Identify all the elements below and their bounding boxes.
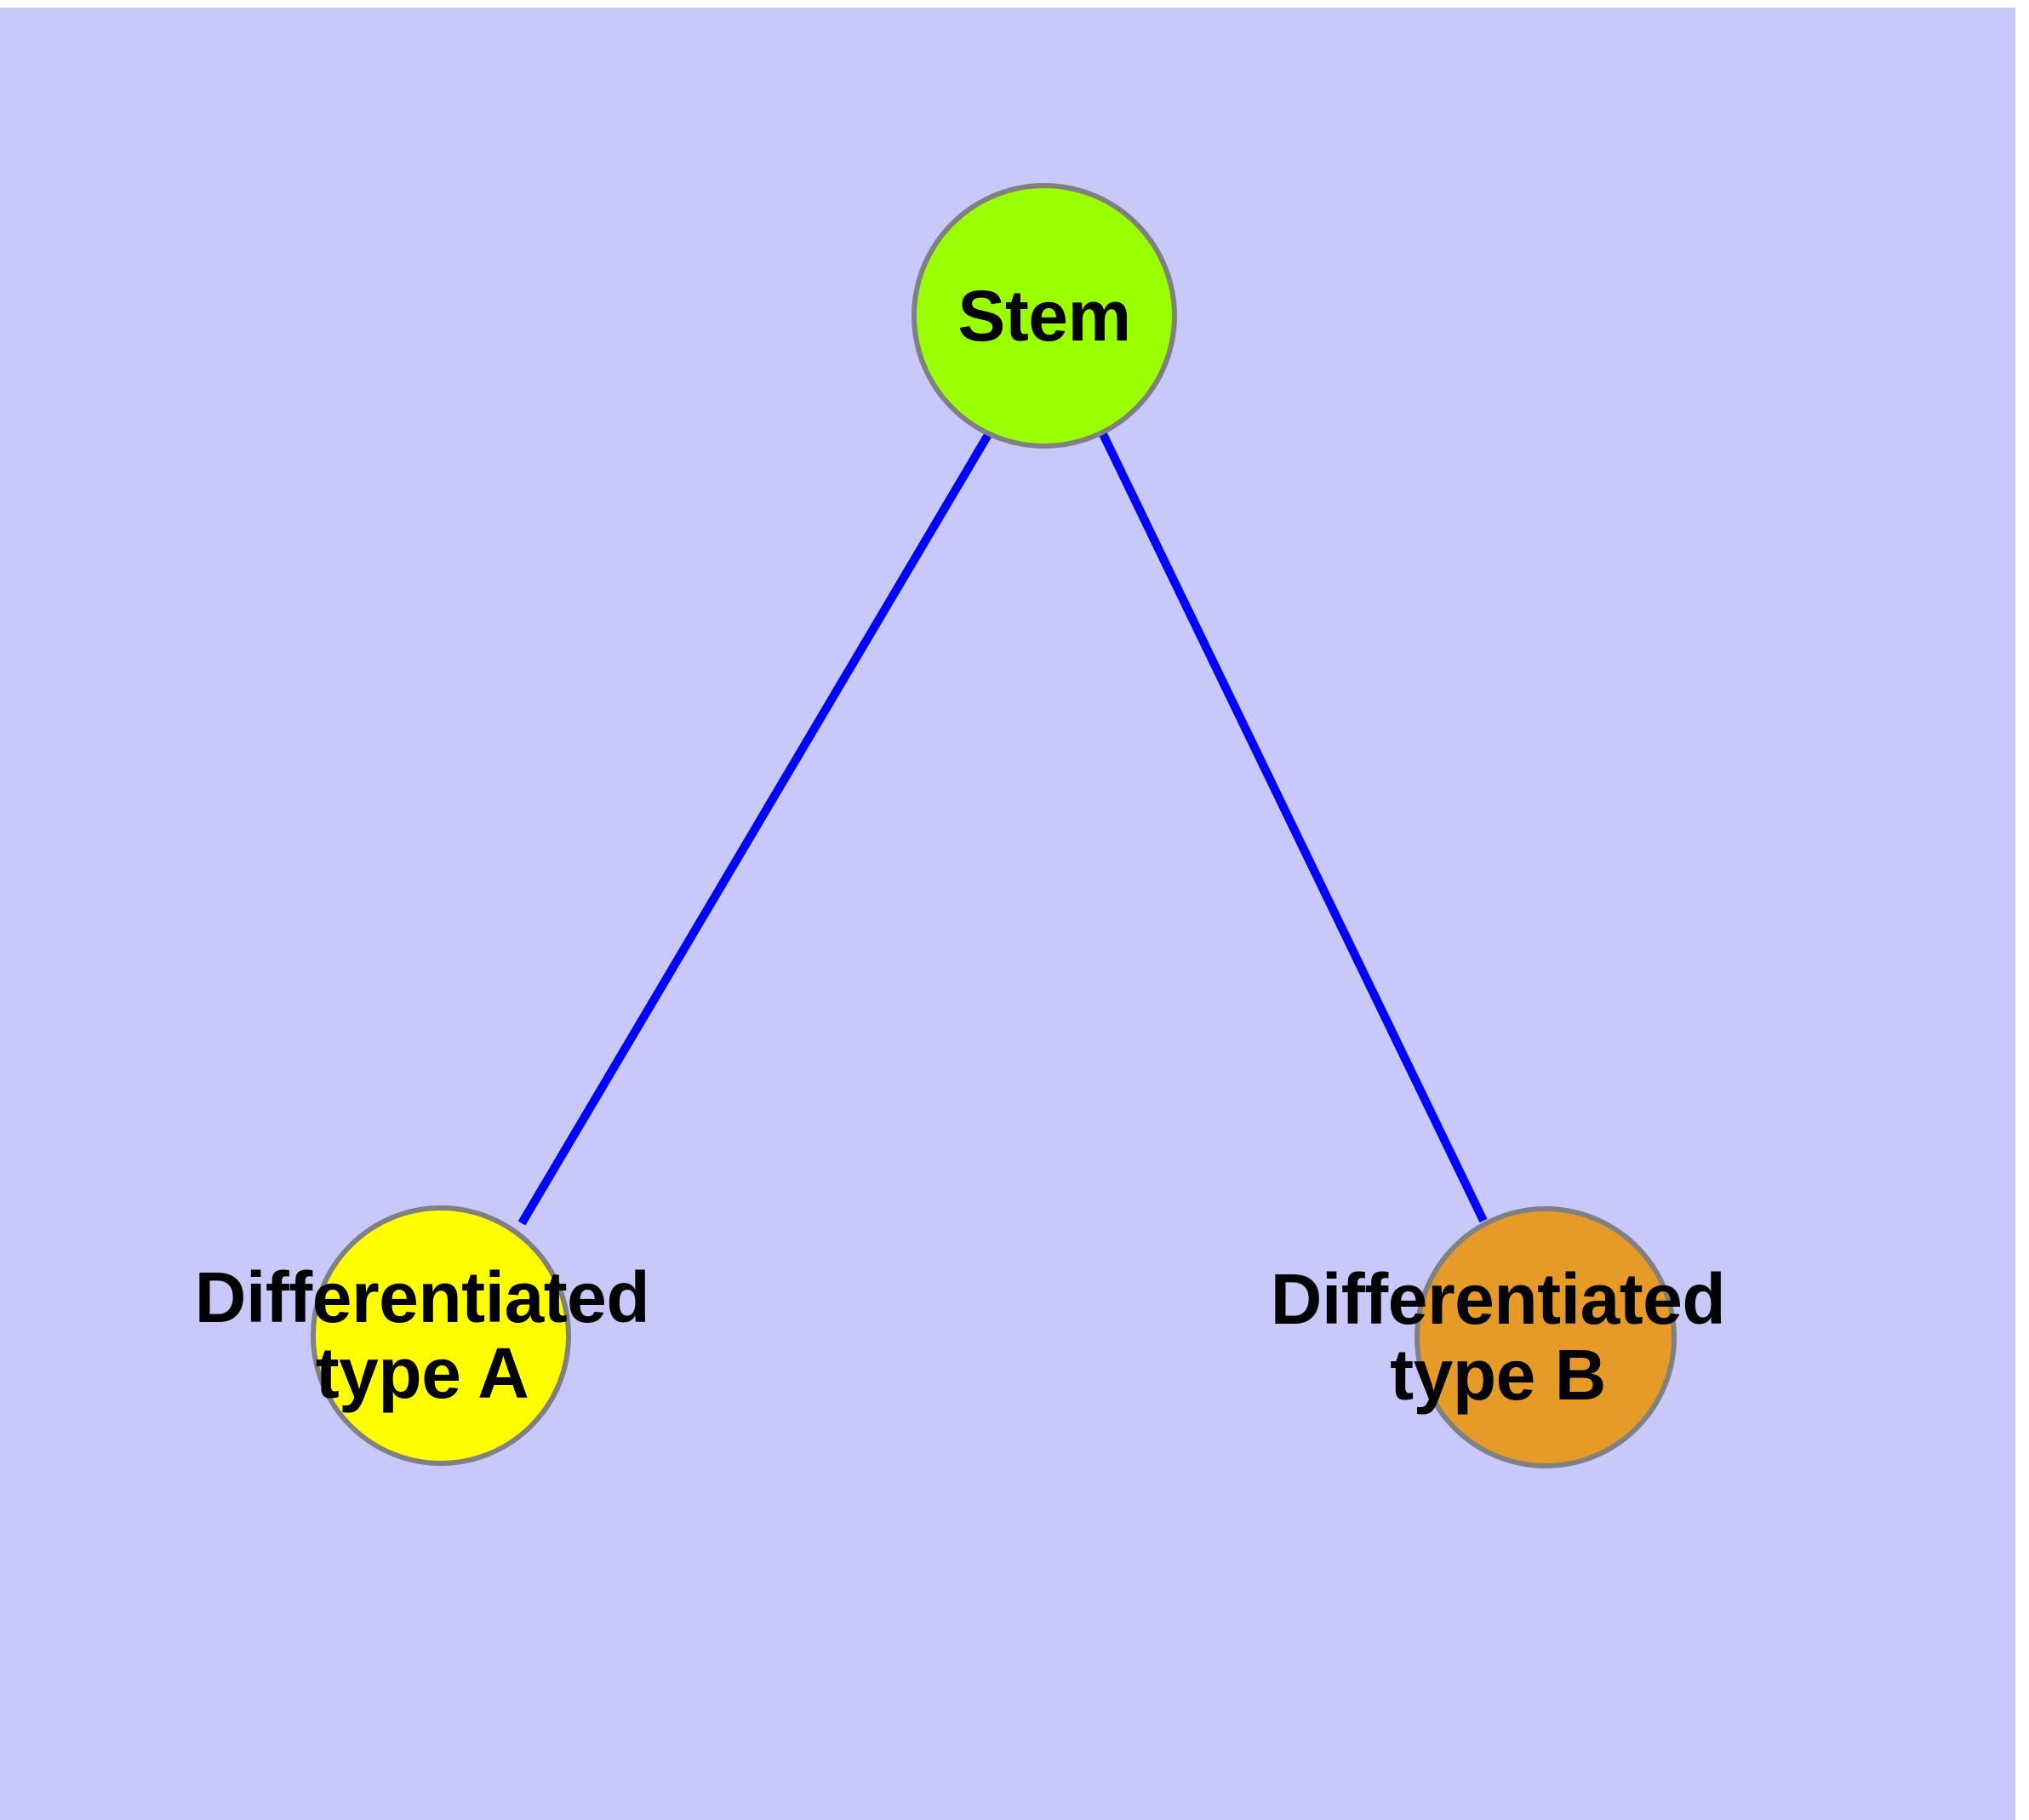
node-label-diff-b-line1: Differentiated	[1270, 1259, 1726, 1339]
edge-stem-to-diff-b[interactable]	[1099, 432, 1488, 1223]
node-stem[interactable]	[912, 183, 1177, 449]
node-label-diff-a-line2: type A	[315, 1333, 529, 1414]
edge-layer	[517, 431, 1488, 1226]
edge-stem-to-diff-a[interactable]	[517, 431, 993, 1226]
node-diff-a[interactable]	[311, 1205, 571, 1466]
node-diff-b[interactable]	[1415, 1206, 1677, 1468]
node-label-diff-a-line1: Differentiated	[194, 1257, 650, 1337]
node-layer	[311, 183, 1677, 1468]
node-label-stem: Stem	[957, 276, 1131, 356]
node-label-diff-b-line2: type B	[1390, 1335, 1606, 1416]
